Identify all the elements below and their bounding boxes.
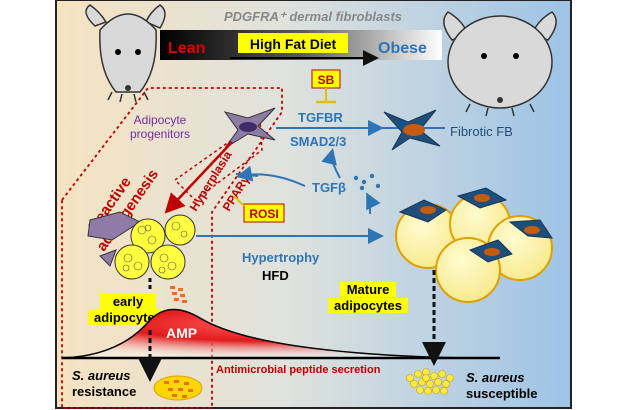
adipocyte-progenitors-label-2: progenitors — [130, 127, 190, 141]
susceptible-label-1: S. aureus — [466, 370, 525, 385]
amp-curve — [61, 308, 467, 359]
rosi-label: ROSI — [249, 207, 278, 221]
inhibit-ppar-line — [235, 173, 259, 177]
tgfb-dots — [353, 173, 381, 191]
mature-to-tgfb-arrow — [366, 192, 381, 215]
tgfbr-label: TGFBR — [298, 110, 343, 125]
resistance-label-1: S. aureus — [72, 368, 131, 383]
lean-mouse-icon — [85, 4, 166, 103]
amp-secretion-label: Antimicrobial peptide secretion — [216, 364, 381, 376]
early-label-1: early — [113, 294, 144, 309]
bacteria-cluster — [406, 368, 454, 395]
mature-label-2: adipocytes — [334, 298, 402, 313]
hfd-label: HFD — [262, 268, 289, 283]
obese-mouse-icon — [443, 11, 557, 117]
ppar-region-outline — [173, 118, 263, 201]
mature-highlight-1 — [340, 282, 396, 297]
header-title: PDGFRA⁺ dermal fibroblasts — [224, 9, 402, 24]
fibrotic-fb-label: Fibrotic FB — [450, 124, 513, 139]
diet-highlight — [238, 33, 348, 53]
amp-bacteria-cluster — [153, 375, 203, 401]
early-label-2: adipocytes — [94, 310, 162, 325]
adipocyte-progenitor-cell — [223, 107, 276, 149]
early-highlight-1 — [100, 294, 156, 309]
obese-label: Obese — [378, 40, 427, 57]
amp-label: AMP — [166, 325, 197, 341]
diet-label: High Fat Diet — [250, 36, 337, 52]
hyperplasia-arrow — [164, 141, 233, 214]
lean-label: Lean — [168, 40, 205, 57]
mature-highlight-2 — [328, 298, 408, 313]
tgfb-to-smad-arrow — [321, 148, 341, 179]
susceptible-label-2: susceptible — [466, 386, 538, 401]
fibrotic-fibroblast-cell — [383, 109, 441, 151]
hypertrophy-label: Hypertrophy — [242, 250, 320, 265]
early-adipocyte-cluster — [87, 211, 196, 280]
resistance-label-2: resistance — [72, 384, 136, 399]
mature-adipocyte-cluster — [395, 187, 553, 303]
amp-particles — [170, 286, 187, 303]
sb-label: SB — [318, 73, 335, 87]
rosi-connector — [233, 195, 245, 207]
reactive-region-outline — [61, 87, 283, 409]
tgfb-label: TGFβ — [312, 180, 346, 195]
adipocyte-progenitors-label-1: Adipocyte — [134, 113, 187, 127]
rosi-box — [243, 203, 285, 223]
smad-label: SMAD2/3 — [290, 134, 346, 149]
mature-label-1: Mature — [347, 282, 390, 297]
